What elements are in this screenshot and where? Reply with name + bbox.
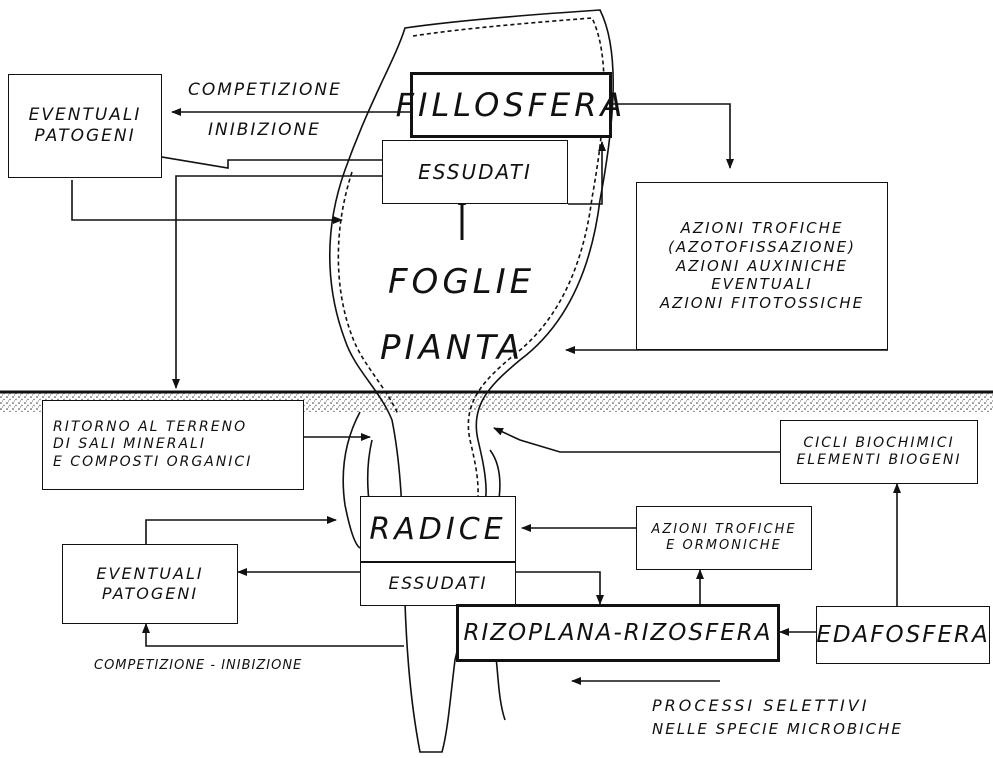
azioni-line-5: AZIONI FITOTOSSICHE [660,294,864,313]
essudati-top-label: ESSUDATI [418,160,532,184]
azioni-box: AZIONI TROFICHE (AZOTOFISSAZIONE) AZIONI… [636,182,888,350]
fillosfera-label: FILLOSFERA [396,86,627,124]
fillosfera-box: FILLOSFERA [410,72,612,138]
ritorno-line-1: RITORNO AL TERRENO [53,419,247,437]
edafosfera-box: EDAFOSFERA [816,606,990,664]
arrow-essudati-to-rizoplana [516,572,600,604]
arrow-cicli-to-plant [494,428,780,452]
patogeni-bottom-box: EVENTUALI PATOGENI [62,544,238,624]
azioni-tro-line-1: AZIONI TROFICHE [651,522,796,538]
azioni-line-3: AZIONI AUXINICHE [676,257,848,276]
patogeni-top-box: EVENTUALI PATOGENI [8,74,162,178]
essudati-top-box: ESSUDATI [382,140,568,204]
ritorno-line-2: DI SALI MINERALI [53,436,206,454]
cicli-line-1: CICLI BIOCHIMICI [803,435,954,453]
patogeni-bottom-line-1: EVENTUALI [96,564,203,584]
patogeni-top-line-1: EVENTUALI [29,105,142,126]
processi-line-1: PROCESSI SELETTIVI [652,696,869,715]
arrow-to-ritorno [176,176,382,388]
arrow-to-radice [146,520,336,544]
patogeni-top-line-2: PATOGENI [34,126,135,147]
arrow-patogeni-to-plant [72,180,342,220]
arrow-fillosfera-to-azioni [612,104,730,168]
cicli-box: CICLI BIOCHIMICI ELEMENTI BIOGENI [780,420,978,484]
patogeni-bottom-line-2: PATOGENI [102,584,198,604]
rizoplana-label: RIZOPLANA-RIZOSFERA [464,620,773,646]
essudati-bottom-box: ESSUDATI [360,562,516,606]
ritorno-line-3: E COMPOSTI ORGANICI [53,454,252,472]
foglie-label: FOGLIE [388,262,535,302]
azioni-trofiche-ormoniche-box: AZIONI TROFICHE E ORMONICHE [636,506,812,570]
rizoplana-box: RIZOPLANA-RIZOSFERA [456,604,780,662]
competizione-bottom-label: COMPETIZIONE - INIBIZIONE [94,658,302,673]
essudati-bottom-label: ESSUDATI [388,574,487,594]
azioni-tro-line-2: E ORMONICHE [666,538,782,554]
inibizione-top-label: INIBIZIONE [208,120,321,140]
radice-label: RADICE [369,512,506,547]
azioni-line-1: AZIONI TROFICHE [681,219,844,238]
cicli-line-2: ELEMENTI BIOGENI [796,452,961,470]
competizione-top-label: COMPETIZIONE [188,80,342,100]
azioni-line-2: (AZOTOFISSAZIONE) [668,238,856,257]
azioni-line-4: EVENTUALI [711,275,813,294]
processi-line-2: NELLE SPECIE MICROBICHE [652,720,903,738]
edafosfera-label: EDAFOSFERA [816,622,989,648]
pianta-label: PIANTA [380,328,524,368]
ritorno-box: RITORNO AL TERRENO DI SALI MINERALI E CO… [42,400,304,490]
arrow-radice-to-patogeni-bottom [146,624,404,646]
radice-box: RADICE [360,496,516,562]
